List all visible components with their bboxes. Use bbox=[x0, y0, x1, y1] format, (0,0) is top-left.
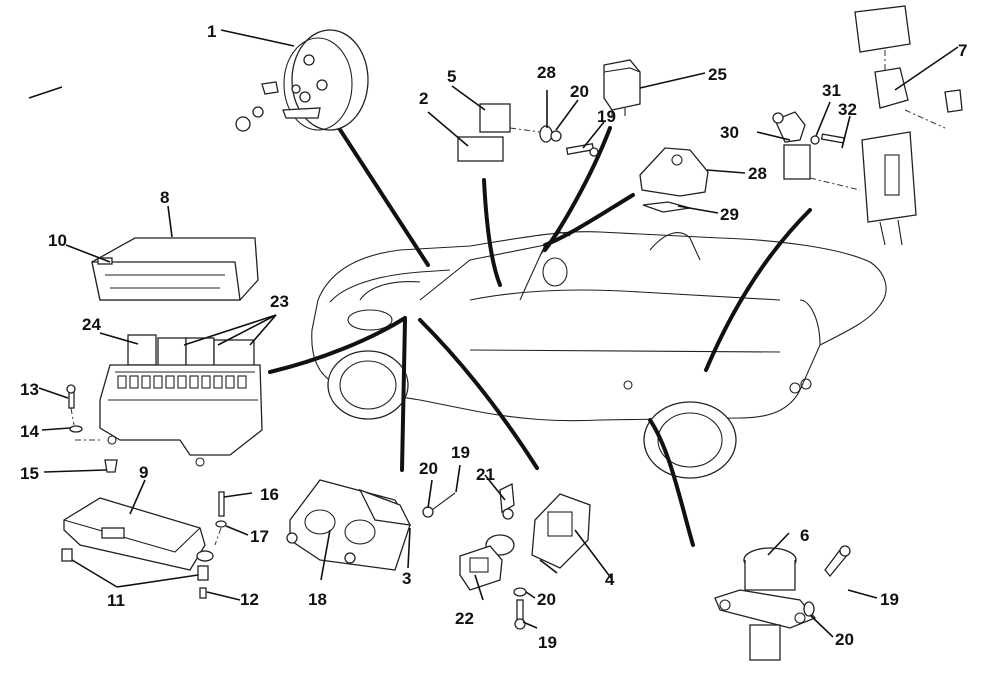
callout-29: 29 bbox=[720, 205, 739, 224]
callout-31: 31 bbox=[822, 81, 841, 100]
callout-8: 8 bbox=[160, 188, 169, 207]
callout-19-c: 19 bbox=[538, 633, 557, 652]
control-unit bbox=[91, 237, 259, 301]
callout-24: 24 bbox=[82, 315, 101, 334]
callout-20-d: 20 bbox=[835, 630, 854, 649]
callout-13: 13 bbox=[20, 380, 39, 399]
callout-6: 6 bbox=[800, 526, 809, 545]
callout-16: 16 bbox=[260, 485, 279, 504]
callout-2: 2 bbox=[419, 89, 428, 108]
callout-20-a: 20 bbox=[419, 459, 438, 478]
callout-10: 10 bbox=[48, 231, 67, 250]
callout-19-b: 19 bbox=[597, 107, 616, 126]
callout-28-b: 28 bbox=[748, 164, 767, 183]
mounting-bracket bbox=[286, 479, 456, 571]
callout-15: 15 bbox=[20, 464, 39, 483]
callout-30: 30 bbox=[720, 123, 739, 142]
fuse-assembly bbox=[772, 5, 963, 246]
callout-14: 14 bbox=[20, 422, 39, 441]
sensor bbox=[714, 545, 851, 661]
fusebox bbox=[66, 334, 263, 473]
callout-32: 32 bbox=[838, 100, 857, 119]
connector-group bbox=[459, 482, 591, 630]
callout-19-d: 19 bbox=[880, 590, 899, 609]
callout-23: 23 bbox=[270, 292, 289, 311]
callout-17: 17 bbox=[250, 527, 269, 546]
flasher-relay bbox=[603, 59, 641, 118]
horn bbox=[235, 29, 369, 132]
callout-28-a: 28 bbox=[537, 63, 556, 82]
callout-7: 7 bbox=[958, 41, 967, 60]
car-outline bbox=[311, 231, 887, 479]
spacer-bracket bbox=[639, 147, 709, 213]
callout-9: 9 bbox=[139, 463, 148, 482]
callout-1: 1 bbox=[207, 22, 216, 41]
callout-22: 22 bbox=[455, 609, 474, 628]
callout-20-c: 20 bbox=[537, 590, 556, 609]
callout-11: 11 bbox=[107, 591, 125, 610]
callout-labels: 1 2 3 4 5 6 7 8 9 10 11 12 13 14 15 16 1… bbox=[20, 22, 967, 652]
callout-leaders bbox=[28, 29, 959, 638]
callout-20-b: 20 bbox=[570, 82, 589, 101]
callout-12: 12 bbox=[240, 590, 259, 609]
callout-25: 25 bbox=[708, 65, 727, 84]
leader-wires bbox=[268, 123, 812, 547]
relay-group bbox=[457, 103, 599, 162]
callout-4: 4 bbox=[605, 570, 615, 589]
callout-3: 3 bbox=[402, 569, 411, 588]
callout-5: 5 bbox=[447, 67, 456, 86]
callout-18: 18 bbox=[308, 590, 327, 609]
fusebox-cover bbox=[61, 407, 227, 599]
fuse-row bbox=[117, 375, 247, 389]
callout-19-a: 19 bbox=[451, 443, 470, 462]
callout-21: 21 bbox=[476, 465, 495, 484]
